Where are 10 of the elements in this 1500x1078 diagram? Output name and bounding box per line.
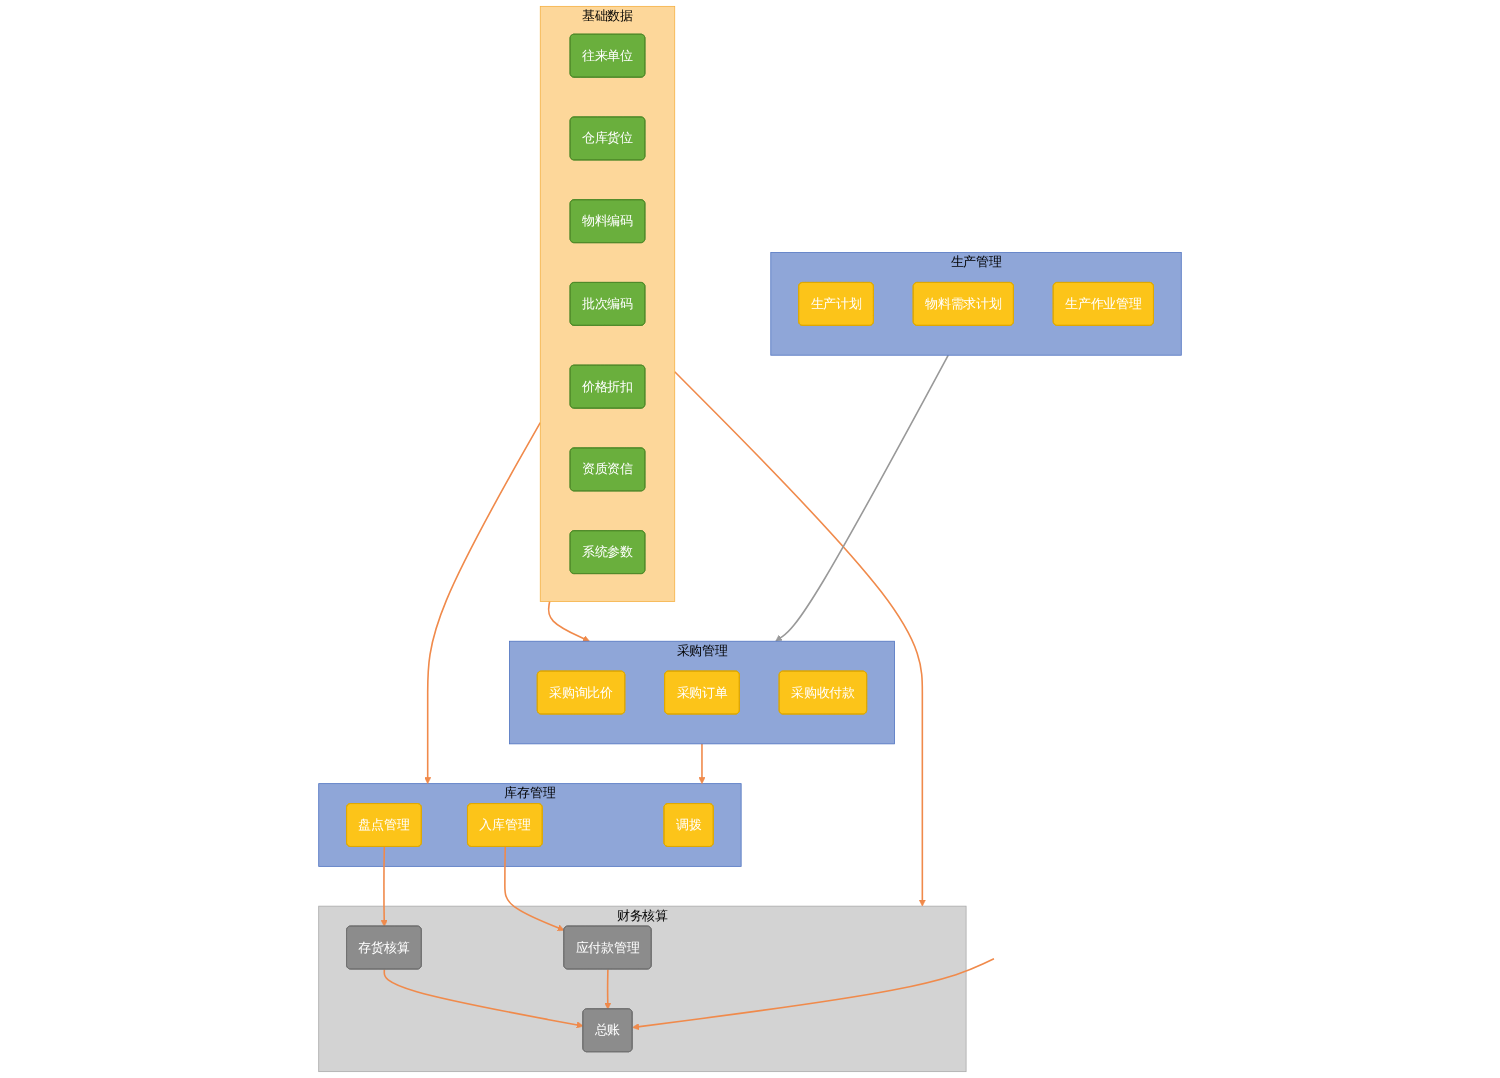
arrow — [604, 968, 612, 1010]
arrow — [775, 354, 950, 642]
arrow — [547, 600, 590, 642]
arrow — [380, 846, 388, 927]
arrow — [383, 968, 584, 1029]
arrow — [673, 370, 926, 907]
arrow — [504, 846, 565, 932]
arrow — [424, 421, 542, 784]
arrow — [698, 743, 706, 784]
arrow — [632, 958, 995, 1031]
